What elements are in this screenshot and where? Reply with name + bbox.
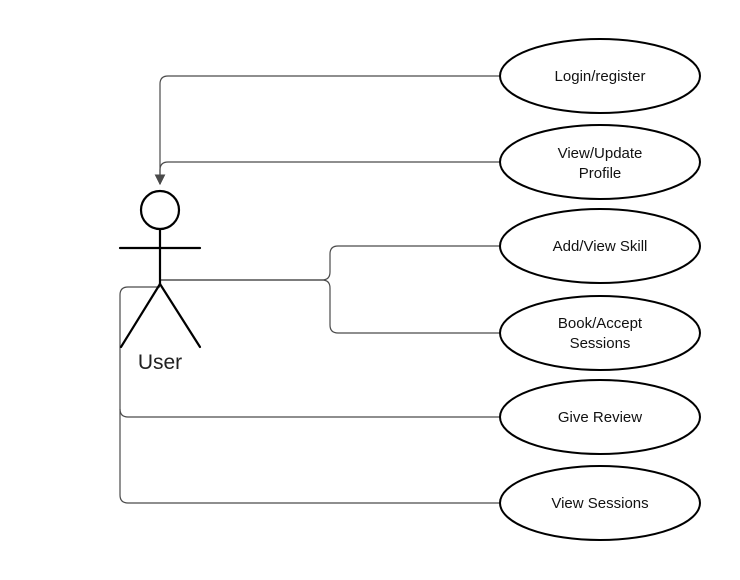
connectors xyxy=(119,75,500,504)
use-case-label: View Sessions xyxy=(551,495,648,512)
use-case-add-view-skill: Add/View Skill xyxy=(499,208,701,284)
use-case-label: Add/View Skill xyxy=(553,238,648,255)
actor-user: User xyxy=(118,189,202,374)
connector-view-update-profile xyxy=(154,161,500,186)
use-case-label-line-2: Sessions xyxy=(570,335,631,352)
use-case-label-line-2: Profile xyxy=(579,165,622,182)
connector-add-view-skill xyxy=(160,245,500,281)
connector-book-accept-sessions xyxy=(160,279,500,334)
use-case-label: Login/register xyxy=(555,68,646,85)
use-case-label-line-1: Book/Accept xyxy=(558,315,643,332)
actor-head xyxy=(139,189,181,231)
use-case-ellipse xyxy=(499,465,701,541)
use-case-ellipse xyxy=(499,124,701,200)
use-case-login-register: Login/register xyxy=(499,38,701,114)
use-case-label-line-1: View/Update xyxy=(558,145,643,162)
use-case-label: Give Review xyxy=(558,409,642,426)
actor-right-leg xyxy=(158,282,202,349)
use-case-book-accept-sessions: Book/Accept Sessions xyxy=(499,295,701,371)
use-case-ellipse xyxy=(499,38,701,114)
use-case-ellipse xyxy=(499,295,701,371)
connector-login-register xyxy=(154,75,500,186)
connector-view-sessions xyxy=(119,409,500,504)
use-case-give-review: Give Review xyxy=(499,379,701,455)
use-case-ellipse xyxy=(499,379,701,455)
connector-give-review xyxy=(119,286,500,418)
use-case-ellipse xyxy=(499,208,701,284)
actor-label: User xyxy=(138,351,182,374)
use-case-view-sessions: View Sessions xyxy=(499,465,701,541)
actor-left-leg xyxy=(119,282,162,349)
use-case-view-update-profile: View/Update Profile xyxy=(499,124,701,200)
